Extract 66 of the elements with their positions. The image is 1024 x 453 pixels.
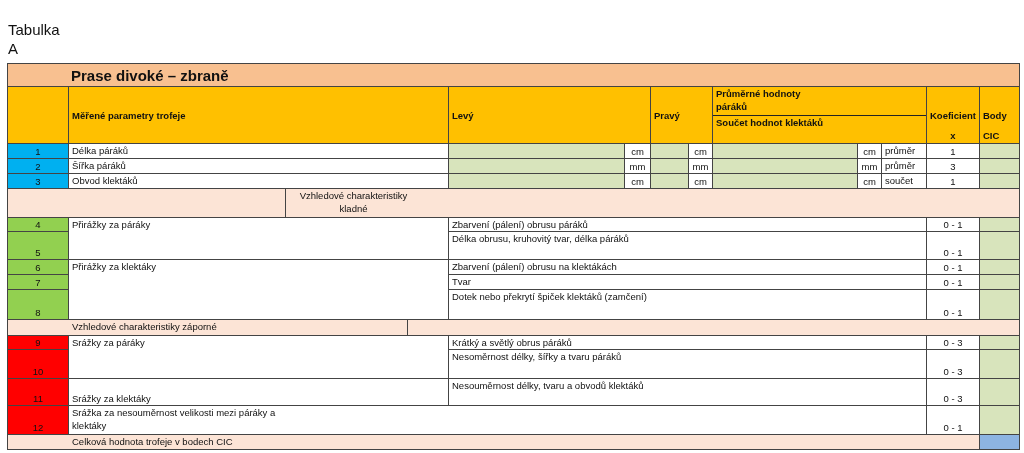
unit-label: cm xyxy=(863,145,876,158)
score-range: 0 - 3 xyxy=(943,336,963,349)
section-heading: Vzhledové charakteristiky záporné xyxy=(72,320,217,333)
criterion-text: Krátký a světlý obrus páráků xyxy=(452,336,572,349)
row-number: 6 xyxy=(35,261,41,274)
parameter-name: Přirážky za klektáky xyxy=(72,260,156,273)
coefficient-value: 1 xyxy=(950,175,956,188)
row-number: 10 xyxy=(32,365,44,378)
score-range: 0 - 1 xyxy=(943,218,963,231)
parameter-name: Přirážky za páráky xyxy=(72,218,151,231)
parameter-name: Šířka páráků xyxy=(72,159,126,172)
unit-label: cm xyxy=(694,175,707,188)
parameter-name: Obvod klektáků xyxy=(72,174,138,187)
column-header: Průměrné hodnoty páráků xyxy=(716,87,802,113)
row-number: 8 xyxy=(35,306,41,319)
parameter-name: Srážky za klektáky xyxy=(72,392,151,405)
row-number: 12 xyxy=(32,421,44,434)
criterion-text: Nesouměrnost délky, tvaru a obvodů klektáků xyxy=(452,379,644,392)
unit-label: mm xyxy=(629,160,646,173)
row-number: 1 xyxy=(35,145,41,158)
score-range: 0 - 1 xyxy=(943,276,963,289)
score-range: 0 - 1 xyxy=(943,246,963,259)
criterion-text: Nesoměrnost délky, šířky a tvaru páráků xyxy=(452,350,622,363)
method-label: průměr xyxy=(885,144,916,157)
unit-label: cm xyxy=(631,175,644,188)
column-header: CIC xyxy=(982,129,1000,142)
unit-label: mm xyxy=(861,160,878,173)
row-number: 2 xyxy=(35,160,41,173)
row-number: 4 xyxy=(35,218,41,231)
column-header: Koeficient xyxy=(930,108,976,122)
coefficient-value: 3 xyxy=(950,160,956,173)
column-header: Pravý xyxy=(654,108,680,122)
parameter-name: Délka páráků xyxy=(72,144,128,157)
section-heading: Vzhledové charakteristiky kladné xyxy=(298,189,409,215)
table-title: Tabulka A xyxy=(8,20,61,58)
criterion-text: Délka obrusu, kruhovitý tvar, délka páráků xyxy=(452,232,629,245)
criterion-text: Srážka za nesouměrnost velikosti mezi páráky a klektáky xyxy=(72,406,277,432)
method-label: součet xyxy=(885,174,913,187)
row-number: 9 xyxy=(35,336,41,349)
score-range: 0 - 1 xyxy=(943,261,963,274)
table-heading: Prase divoké – zbraně xyxy=(71,68,229,82)
column-header: x xyxy=(949,129,957,142)
score-range: 0 - 3 xyxy=(943,392,963,405)
criterion-text: Zbarvení (pálení) obrusu na klektákách xyxy=(452,260,617,273)
score-range: 0 - 3 xyxy=(943,365,963,378)
criterion-text: Dotek nebo překrytí špiček klektáků (zamčení) xyxy=(452,290,647,303)
column-header: Body xyxy=(982,108,1007,122)
score-range: 0 - 1 xyxy=(943,306,963,319)
unit-label: mm xyxy=(692,160,709,173)
criterion-text: Tvar xyxy=(452,275,471,288)
unit-label: cm xyxy=(863,175,876,188)
coefficient-value: 1 xyxy=(950,145,956,158)
column-header: Měřené parametry trofeje xyxy=(72,108,186,122)
row-number: 11 xyxy=(33,392,43,405)
row-number: 5 xyxy=(35,246,41,259)
column-header: Levý xyxy=(452,108,474,122)
row-number: 3 xyxy=(35,175,41,188)
unit-label: cm xyxy=(694,145,707,158)
total-label: Celková hodnota trofeje v bodech CIC xyxy=(72,435,233,448)
method-label: průměr xyxy=(885,159,916,172)
criterion-text: Zbarvení (pálení) obrusu páráků xyxy=(452,218,588,231)
column-header: Součet hodnot klektáků xyxy=(716,115,824,129)
parameter-name: Srážky za páráky xyxy=(72,336,145,349)
unit-label: cm xyxy=(631,145,644,158)
score-range: 0 - 1 xyxy=(943,421,963,434)
row-number: 7 xyxy=(35,276,41,289)
